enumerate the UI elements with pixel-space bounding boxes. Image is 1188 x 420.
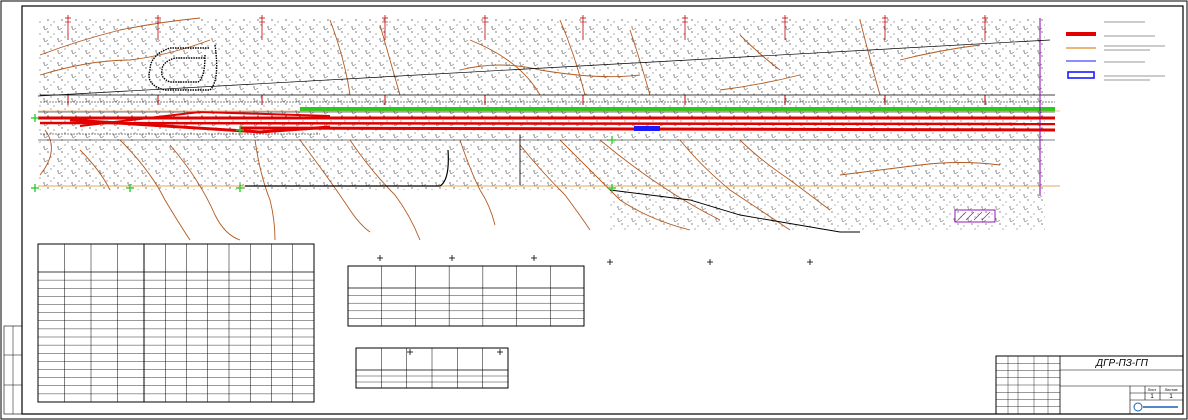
org-logo	[1133, 402, 1178, 412]
contour-line	[629, 29, 651, 96]
survey-point-icon	[31, 114, 39, 122]
contour-line	[559, 139, 691, 231]
picket-mark	[482, 15, 488, 105]
hairpin-drain	[148, 44, 218, 91]
cross-mark-icon	[531, 255, 537, 261]
picket-mark	[682, 15, 688, 105]
survey-points	[31, 114, 616, 192]
station-pickets	[65, 15, 988, 105]
contour-line	[859, 19, 881, 96]
legend	[1066, 21, 1165, 81]
picket-mark	[882, 15, 888, 105]
blue-rectangle-icon	[1067, 71, 1095, 79]
contour-line	[459, 139, 496, 226]
small-table	[355, 347, 509, 389]
drawing-code: ДГР-ПЗ-ГП	[1095, 358, 1149, 369]
picket-mark	[65, 15, 71, 105]
contour-lines	[39, 17, 1001, 241]
contour-line	[329, 19, 351, 96]
cross-mark-icon	[607, 259, 613, 265]
binding-strip	[3, 325, 23, 415]
picket-mark	[259, 15, 265, 105]
picket-mark	[382, 15, 388, 105]
picket-mark	[580, 15, 586, 105]
contour-line	[39, 17, 201, 56]
main-table	[347, 265, 585, 327]
survey-point-icon	[126, 184, 134, 192]
terrain-area	[38, 18, 1045, 230]
contour-line	[379, 24, 401, 96]
survey-point-icon	[31, 184, 39, 192]
sheet-label: Лист	[1148, 387, 1157, 392]
survey-point-icon	[608, 136, 616, 144]
cross-mark-icon	[407, 349, 413, 355]
title-block: ДГР-ПЗ-ГП Лист Листов 1 1	[995, 355, 1184, 415]
cross-mark-icon	[377, 255, 383, 261]
contour-line	[469, 39, 541, 96]
contour-line	[519, 144, 591, 231]
contour-line	[169, 144, 241, 241]
picket-mark	[782, 15, 788, 105]
cross-mark-icon	[807, 259, 813, 265]
contour-line	[39, 129, 52, 176]
contour-line	[119, 139, 191, 241]
contour-line	[559, 19, 586, 96]
contour-line	[79, 149, 111, 191]
grid-crosses	[377, 255, 813, 355]
contour-line	[459, 64, 641, 78]
contour-line	[349, 139, 421, 241]
coordinates-table	[37, 243, 315, 403]
sheet-inner-frame	[21, 5, 1184, 415]
cross-mark-icon	[707, 259, 713, 265]
contour-line	[739, 34, 781, 71]
cross-mark-icon	[449, 255, 455, 261]
contour-line	[679, 139, 791, 231]
hatched-zone	[954, 209, 996, 223]
cross-mark-icon	[497, 349, 503, 355]
contour-line	[299, 139, 371, 233]
culvert	[634, 126, 660, 131]
survey-point-icon	[236, 126, 244, 134]
picket-mark	[155, 15, 161, 105]
sheet-number: 1	[1150, 394, 1154, 400]
sheets-label: Листов	[1165, 387, 1178, 392]
contour-line	[719, 74, 801, 91]
road-lines	[37, 18, 1060, 233]
contour-line	[899, 44, 981, 61]
contour-line	[739, 139, 831, 211]
picket-mark	[982, 15, 988, 105]
survey-point-icon	[608, 184, 616, 192]
sheets-total: 1	[1169, 394, 1173, 400]
contour-line	[839, 162, 1001, 176]
survey-point-icon	[236, 184, 244, 192]
contour-line	[599, 139, 721, 221]
road-main-red-2	[39, 121, 1056, 126]
contour-line	[254, 139, 276, 241]
